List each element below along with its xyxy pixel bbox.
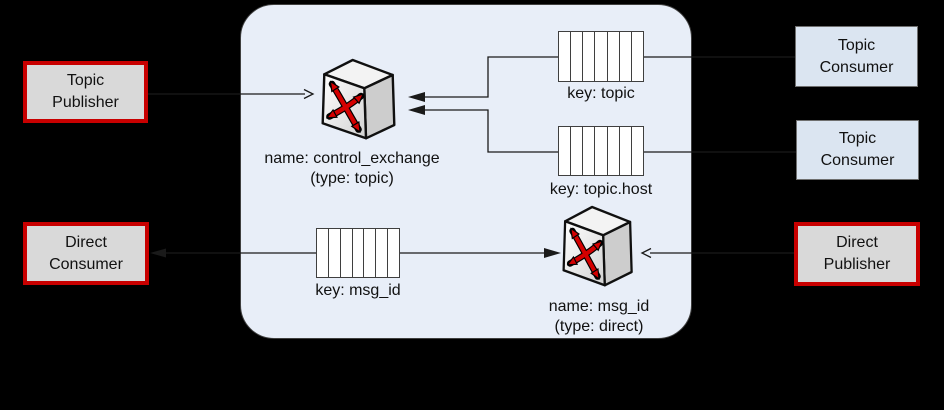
topic-consumer-2-box: Topic Consumer	[796, 120, 919, 180]
queue-cell	[559, 127, 572, 175]
queue-cell	[341, 229, 353, 277]
queue-topic-label: key: topic	[567, 85, 635, 102]
topic-consumer-2-label-line2: Consumer	[820, 152, 895, 169]
topic-consumer-2-label-line1: Topic	[838, 130, 877, 147]
direct-consumer-label-line1: Direct	[65, 233, 107, 251]
queue-cell	[632, 127, 643, 175]
topic-publisher-box: Topic Publisher	[23, 61, 148, 123]
direct-publisher-label-line2: Publisher	[823, 256, 891, 273]
queue-topic-host	[558, 126, 644, 176]
control-exchange-type-label: (type: topic)	[310, 170, 394, 187]
control-exchange-name-label: name: control_exchange	[264, 150, 440, 167]
queue-msg-id-label: key: msg_id	[315, 282, 401, 299]
queue-cell	[620, 32, 632, 81]
queue-cell	[632, 32, 643, 81]
queue-cell	[559, 32, 572, 81]
topic-consumer-1-label-line1: Topic	[837, 36, 876, 54]
queue-cell	[376, 229, 389, 277]
queue-cell	[608, 32, 620, 81]
queue-cell	[388, 229, 399, 277]
direct-consumer-label-line2: Consumer	[49, 255, 123, 273]
queue-cell	[353, 229, 365, 277]
direct-exchange-name-label: name: msg_id	[548, 298, 650, 315]
queue-cell	[620, 127, 632, 175]
topic-consumer-1-box: Topic Consumer	[795, 26, 918, 87]
queue-cell	[583, 32, 596, 81]
queue-topic-host-label: key: topic.host	[549, 181, 653, 198]
topic-publisher-label-line1: Topic	[66, 72, 105, 89]
queue-cell	[595, 127, 608, 175]
queue-cell	[364, 229, 377, 277]
direct-publisher-label-line1: Direct	[836, 234, 878, 251]
direct-exchange-type-label: (type: direct)	[554, 318, 644, 335]
queue-cell	[595, 32, 608, 81]
queue-topic	[558, 31, 644, 82]
direct-publisher-box: Direct Publisher	[794, 222, 920, 286]
topic-consumer-1-label-line2: Consumer	[819, 58, 894, 76]
queue-cell	[571, 127, 584, 175]
queue-cell	[608, 127, 620, 175]
queue-cell	[571, 32, 584, 81]
queue-cell	[583, 127, 596, 175]
queue-cell	[317, 229, 329, 277]
queue-cell	[329, 229, 341, 277]
queue-msg-id	[316, 228, 400, 278]
direct-consumer-box: Direct Consumer	[23, 222, 149, 285]
topic-publisher-label-line2: Publisher	[52, 94, 119, 111]
